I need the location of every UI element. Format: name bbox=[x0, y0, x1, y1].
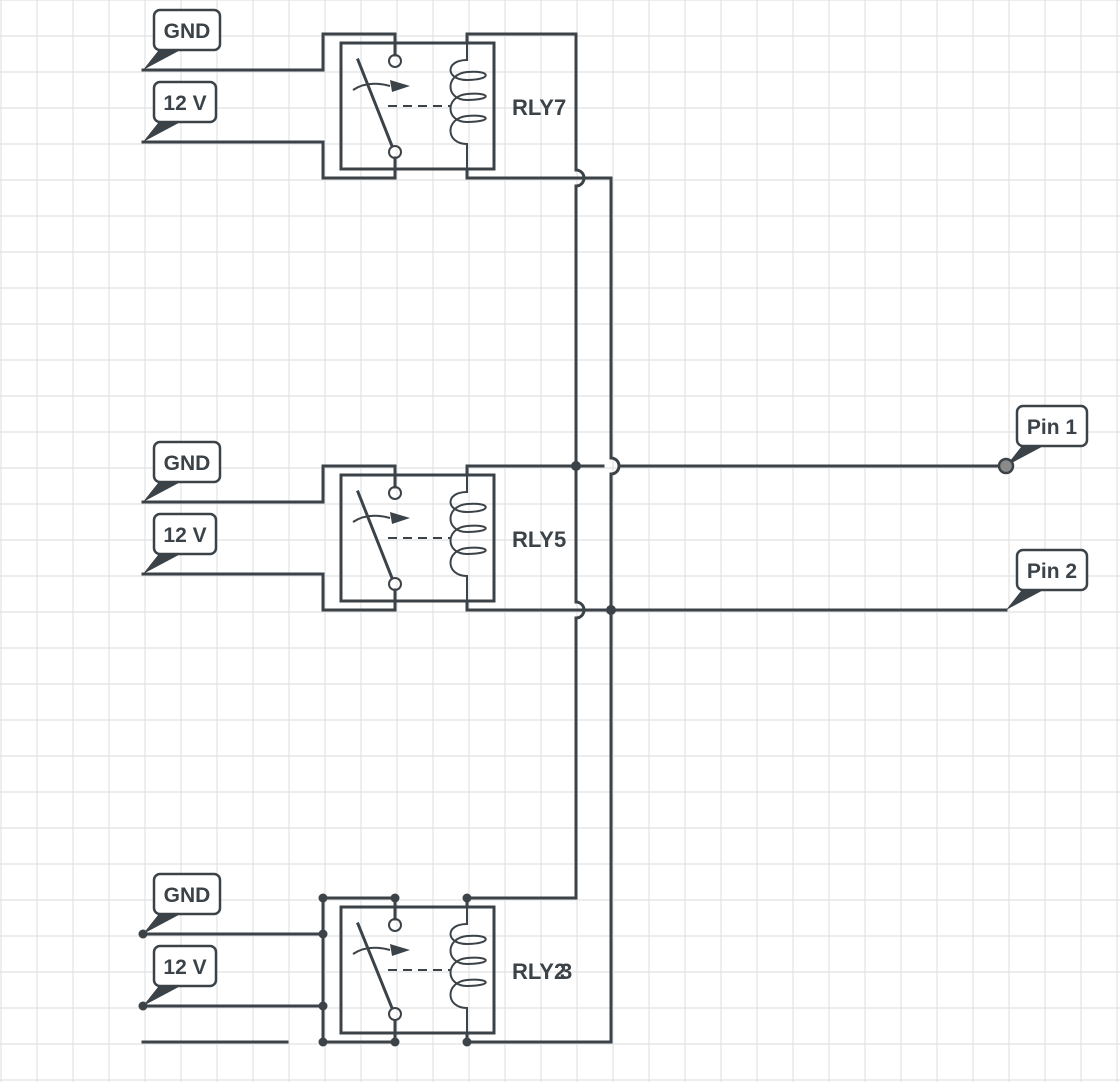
callout-pointer bbox=[143, 46, 188, 70]
callout-box bbox=[152, 944, 218, 988]
net-label-text: GND bbox=[164, 452, 211, 475]
callout-box bbox=[152, 872, 222, 916]
relay-symbol bbox=[141, 32, 578, 180]
callout-pointer bbox=[143, 550, 188, 574]
relay-label: RLY7 bbox=[512, 95, 566, 120]
net-label-text: 12 V bbox=[163, 92, 206, 115]
bus-wires bbox=[571, 32, 1008, 1044]
callout-pointer bbox=[143, 982, 188, 1006]
relay-label: RLY2 bbox=[512, 959, 566, 984]
relay-label: RLY5 bbox=[512, 527, 566, 552]
relay-label-overlap: 3 bbox=[560, 959, 572, 984]
callout-pointer bbox=[143, 910, 188, 934]
gnd-label[interactable]: GND bbox=[143, 872, 222, 934]
callout-box bbox=[1015, 548, 1089, 592]
gnd-label[interactable]: GND bbox=[143, 440, 222, 502]
relay-rly5[interactable]: RLY5 bbox=[141, 464, 578, 612]
v12-label[interactable]: 12 V bbox=[143, 80, 218, 142]
pin1-label[interactable]: Pin 1 bbox=[1006, 404, 1089, 466]
net-label-text: Pin 1 bbox=[1027, 416, 1078, 439]
net-label-text: 12 V bbox=[163, 956, 206, 979]
pin2-label[interactable]: Pin 2 bbox=[1006, 548, 1089, 610]
net-label-text: 12 V bbox=[163, 524, 206, 547]
relay-rly2[interactable]: RLY2 3 bbox=[138, 893, 613, 1047]
relay-symbol bbox=[138, 893, 613, 1047]
net-label-text: Pin 2 bbox=[1027, 560, 1077, 583]
net-label-text: GND bbox=[164, 884, 211, 907]
callout-box bbox=[152, 440, 222, 484]
v12-label[interactable]: 12 V bbox=[143, 512, 218, 574]
callout-box bbox=[152, 512, 218, 556]
callout-pointer bbox=[1006, 586, 1051, 610]
callout-box bbox=[152, 8, 222, 52]
relay-symbol bbox=[141, 464, 578, 612]
relay-rly7[interactable]: RLY7 bbox=[141, 32, 578, 180]
callout-box bbox=[152, 80, 218, 124]
v12-label[interactable]: 12 V bbox=[143, 944, 218, 1006]
callout-box bbox=[1015, 404, 1089, 448]
callout-pointer bbox=[143, 118, 188, 142]
callout-pointer bbox=[143, 478, 188, 502]
gnd-label[interactable]: GND bbox=[143, 8, 222, 70]
net-label-text: GND bbox=[164, 20, 211, 43]
pin1-terminal[interactable] bbox=[997, 457, 1015, 475]
callout-pointer bbox=[1006, 442, 1051, 466]
